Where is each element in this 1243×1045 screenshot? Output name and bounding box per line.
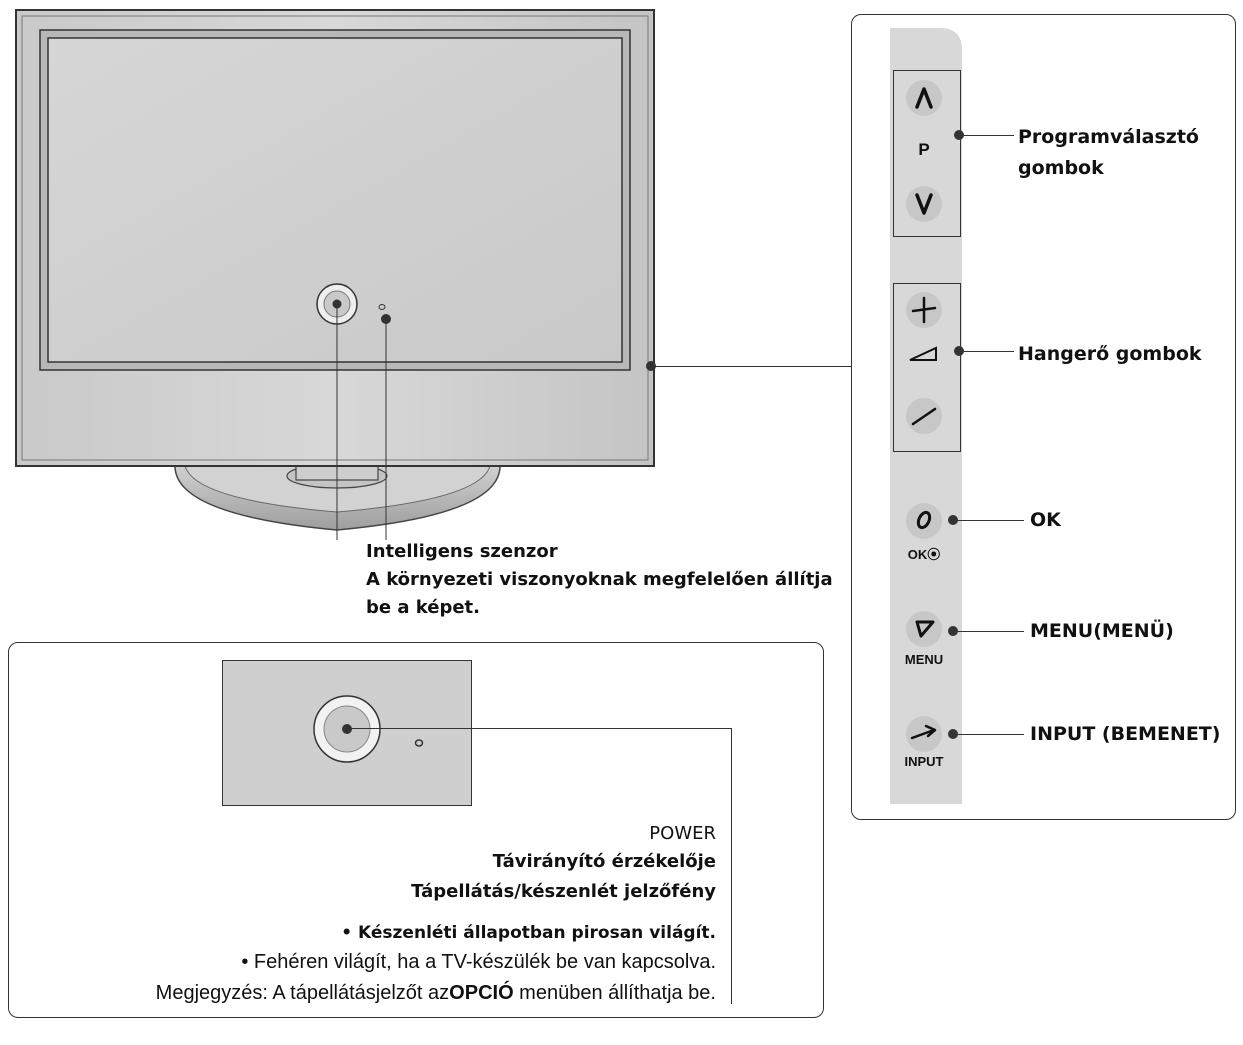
program-label-line2: gombok xyxy=(1018,157,1104,179)
program-p-label: P xyxy=(918,140,930,159)
program-leader-line xyxy=(960,135,1014,136)
program-leader-dot xyxy=(954,130,964,140)
ok-leader-line xyxy=(954,520,1024,521)
ok-label: OK xyxy=(1030,509,1061,531)
volume-leader-line xyxy=(960,351,1014,352)
input-leader-line xyxy=(954,734,1024,735)
menu-leader-line xyxy=(954,631,1024,632)
volume-leader-dot xyxy=(954,346,964,356)
option-note-suffix: menüben állíthatja be. xyxy=(513,982,716,1004)
input-button[interactable] xyxy=(906,716,942,752)
sensor-desc-line1: A környezeti viszonyoknak megfelelően ál… xyxy=(366,569,833,590)
side-controls-panel xyxy=(851,14,1236,820)
power-title: POWER xyxy=(649,823,716,844)
volume-up-button[interactable] xyxy=(906,292,942,328)
power-closeup-drawing xyxy=(313,695,424,763)
sensor-title: Intelligens szenzor xyxy=(366,541,558,562)
chevron-up-icon xyxy=(915,87,933,109)
menu-button[interactable] xyxy=(906,611,942,647)
input-label: INPUT (BEMENET) xyxy=(1030,723,1221,745)
power-leader-v xyxy=(731,728,732,1004)
option-note: Megjegyzés: A tápellátásjelzőt azOPCIÓ m… xyxy=(156,982,716,1005)
chevron-down-icon xyxy=(915,193,933,215)
volume-button-group xyxy=(893,283,961,452)
ok-leader-dot xyxy=(948,515,958,525)
input-leader-dot xyxy=(948,729,958,739)
volume-icon xyxy=(906,344,942,364)
power-closeup xyxy=(222,660,472,806)
menu-leader-dot xyxy=(948,626,958,636)
ok-icon xyxy=(916,510,932,530)
power-leader-h xyxy=(346,728,731,729)
tv-drawing xyxy=(15,9,656,540)
option-note-bold: OPCIÓ xyxy=(449,982,514,1004)
program-down-button[interactable] xyxy=(906,186,942,222)
plus-icon xyxy=(911,296,937,324)
power-detail-box xyxy=(8,642,824,1018)
standby-note: • Készenléti állapotban pirosan világít. xyxy=(341,923,716,943)
minus-icon xyxy=(911,407,937,426)
menu-label: MENU(MENÜ) xyxy=(1030,620,1174,642)
menu-icon xyxy=(915,620,935,638)
ok-button[interactable] xyxy=(906,503,942,539)
on-white-note: • Fehéren világít, ha a TV-készülék be v… xyxy=(241,951,716,973)
volume-down-button[interactable] xyxy=(906,398,942,434)
input-caption: INPUT xyxy=(904,754,944,769)
power-indicator-label: Tápellátás/készenlét jelzőfény xyxy=(411,881,716,902)
ok-caption: OK⦿ xyxy=(907,547,941,562)
arrow-right-icon xyxy=(910,724,937,740)
program-up-button[interactable] xyxy=(906,80,942,116)
volume-label: Hangerő gombok xyxy=(1018,343,1202,365)
tv-side-leader xyxy=(651,366,851,367)
program-button-group xyxy=(893,70,961,237)
remote-sensor-label: Távirányító érzékelője xyxy=(492,851,716,872)
option-note-prefix: Megjegyzés: A tápellátásjelzőt az xyxy=(155,982,450,1004)
menu-caption: MENU xyxy=(904,652,944,667)
program-label-line1: Programválasztó xyxy=(1018,126,1199,148)
sensor-desc-line2: be a képet. xyxy=(366,597,481,618)
